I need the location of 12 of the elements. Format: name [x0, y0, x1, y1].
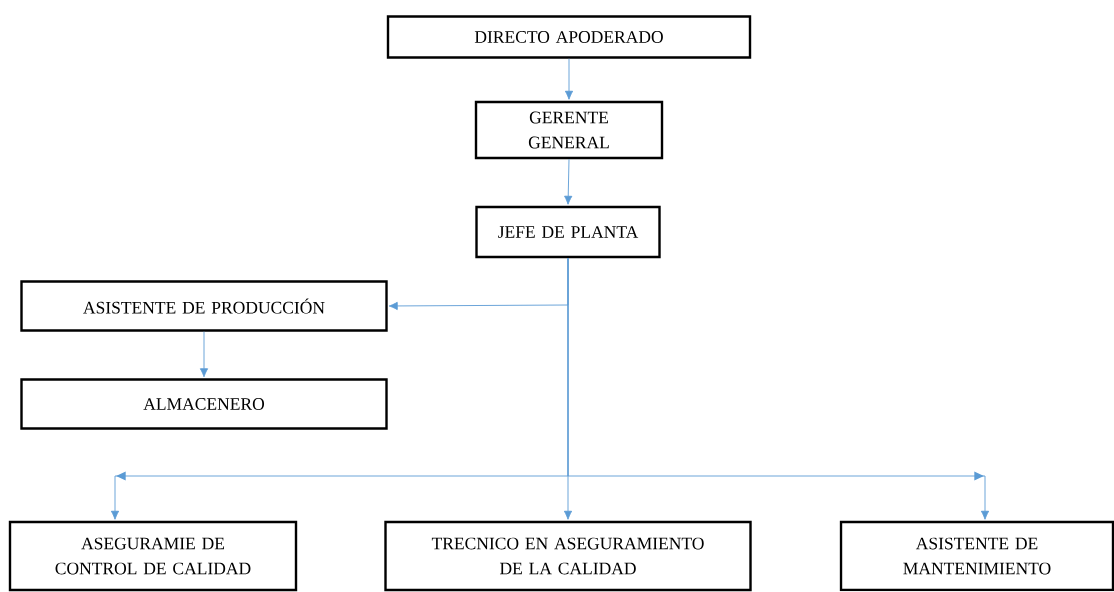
arrow — [564, 58, 574, 100]
org-box: JEFE DE PLANTA — [475, 205, 661, 259]
org-box: ASEGURAMIE DE CONTROL DE CALIDAD — [8, 520, 298, 592]
arrow — [567, 257, 990, 520]
org-box: ASISTENTE DE MANTENIMIENTO — [839, 520, 1114, 592]
org-box: ALMACENERO — [20, 378, 388, 430]
arrow — [199, 331, 209, 378]
org-box: GERENTE GENERAL — [474, 100, 664, 160]
org-box: DIRECTO APODERADO — [386, 15, 752, 59]
org-box: TRECNICO EN ASEGURAMIENTO DE LA CALIDAD — [384, 520, 752, 592]
arrow — [564, 158, 573, 205]
org-box: ASISTENTE DE PRODUCCIÓN — [20, 280, 388, 332]
